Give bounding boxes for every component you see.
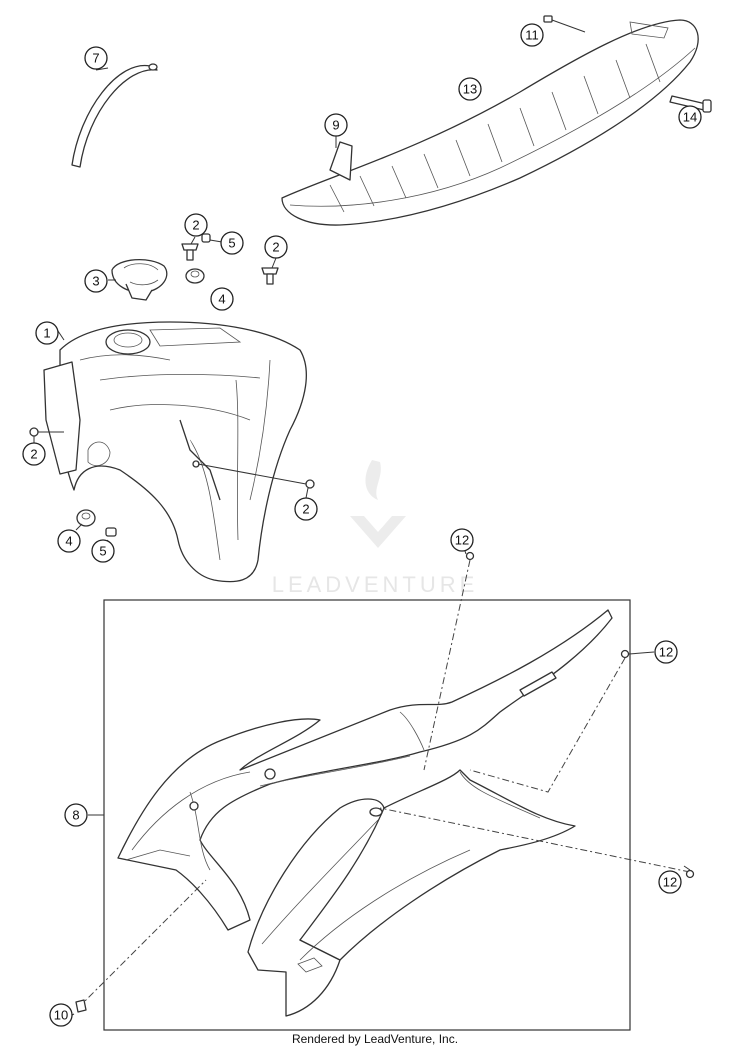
callout-4a: 4	[210, 287, 234, 311]
svg-text:2: 2	[302, 502, 309, 517]
callout-9: 9	[324, 113, 348, 137]
screw-part-5a[interactable]	[201, 233, 223, 243]
callout-13: 13	[458, 77, 482, 101]
svg-text:9: 9	[332, 118, 339, 133]
washer-part-4a[interactable]	[185, 268, 205, 284]
watermark-text: LEADVENTURE	[272, 572, 479, 597]
callout-10: 10	[49, 1003, 73, 1027]
svg-text:1: 1	[43, 326, 50, 341]
svg-text:2: 2	[272, 240, 279, 255]
screw-part-12c[interactable]	[683, 865, 695, 879]
seat-part[interactable]	[281, 19, 699, 226]
svg-text:8: 8	[72, 808, 79, 823]
svg-text:7: 7	[92, 51, 99, 66]
washer-part-4b[interactable]	[75, 509, 96, 531]
hose-part[interactable]	[71, 63, 158, 168]
svg-text:3: 3	[92, 274, 99, 289]
callout-2c: 2	[22, 442, 46, 466]
screw-part-12b[interactable]	[620, 649, 655, 659]
fastener-lines	[77, 559, 691, 1009]
callout-8: 8	[64, 803, 88, 827]
callout-2d: 2	[294, 497, 318, 521]
callout-3: 3	[84, 269, 108, 293]
watermark: LEADVENTURE	[272, 460, 479, 597]
right-spoiler-part[interactable]	[247, 769, 576, 1017]
callout-12c: 12	[658, 870, 682, 894]
callout-2a: 2	[184, 213, 208, 237]
screw-part-11[interactable]	[543, 15, 586, 33]
svg-text:4: 4	[218, 292, 225, 307]
svg-text:2: 2	[30, 447, 37, 462]
svg-text:5: 5	[99, 544, 106, 559]
svg-text:5: 5	[228, 236, 235, 251]
callout-12a: 12	[450, 528, 474, 552]
svg-text:12: 12	[659, 645, 673, 660]
spoiler-set-frame	[88, 599, 631, 1031]
callout-2b: 2	[264, 235, 288, 259]
svg-text:2: 2	[192, 218, 199, 233]
callout-4b: 4	[57, 529, 81, 553]
svg-text:14: 14	[683, 110, 697, 125]
screw-part-2d[interactable]	[197, 463, 315, 499]
callout-1: 1	[35, 321, 59, 345]
svg-text:13: 13	[463, 82, 477, 97]
svg-text:12: 12	[455, 533, 469, 548]
footer-credit: Rendered by LeadVenture, Inc.	[291, 1032, 459, 1046]
callout-5a: 5	[220, 231, 244, 255]
callout-5b: 5	[91, 539, 115, 563]
svg-text:12: 12	[663, 875, 677, 890]
screw-part-2a[interactable]	[181, 236, 199, 261]
svg-text:4: 4	[65, 534, 72, 549]
callout-11: 11	[520, 23, 544, 47]
screw-part-2b[interactable]	[261, 257, 279, 285]
callout-14: 14	[678, 105, 702, 129]
callout-7: 7	[84, 46, 108, 70]
callout-12b: 12	[654, 640, 678, 664]
left-spoiler-part[interactable]	[117, 609, 613, 931]
svg-text:11: 11	[525, 28, 539, 43]
fuel-tank-part[interactable]	[43, 321, 307, 583]
fuel-cap-part[interactable]	[108, 259, 168, 301]
svg-text:10: 10	[54, 1008, 68, 1023]
bolt-part-14[interactable]	[669, 95, 712, 113]
